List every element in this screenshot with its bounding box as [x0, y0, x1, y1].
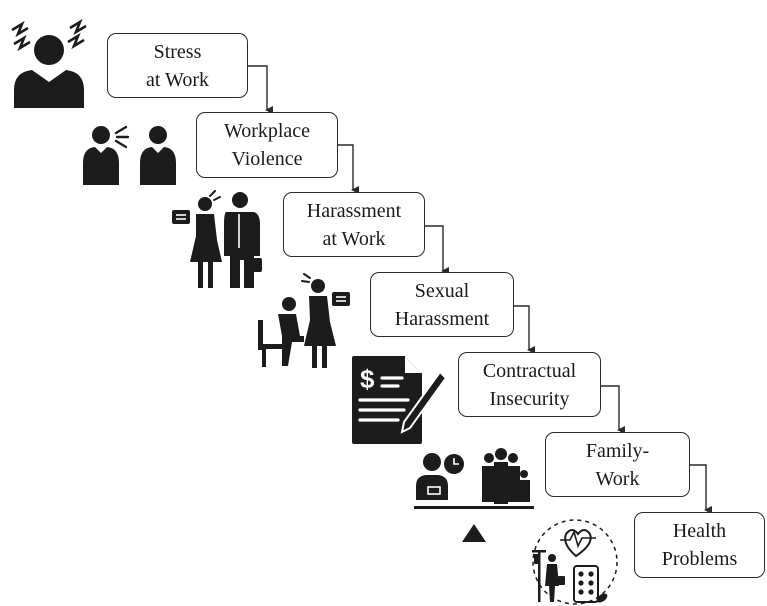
people-shouting-icon — [83, 125, 176, 185]
step-box-family-work: Family- Work — [545, 432, 690, 497]
step-2-line-2: Violence — [231, 148, 303, 170]
step-2-line-1: Workplace — [223, 120, 311, 142]
svg-text:$: $ — [360, 364, 375, 394]
step-box-health-problems: Health Problems — [634, 512, 765, 578]
step-7-line-1: Health — [672, 520, 727, 542]
step-box-workplace-violence: Workplace Violence — [196, 112, 338, 178]
step-5-line-1: Contractual — [482, 359, 577, 382]
arrow-4 — [514, 305, 535, 354]
step-3-line-1: Harassment — [306, 199, 402, 222]
step-6-line-1: Family- — [585, 439, 650, 462]
arrow-1 — [248, 65, 273, 114]
office-harassment-icon — [172, 190, 262, 288]
step-4-line-1: Sexual — [414, 279, 470, 302]
step-1-line-2: at Work — [145, 68, 209, 91]
arrow-6 — [690, 464, 712, 514]
work-family-balance-icon — [414, 448, 534, 542]
step-3-line-2: at Work — [322, 227, 386, 250]
arrow-5 — [601, 385, 625, 434]
sexual-harassment-icon — [258, 273, 350, 368]
step-5-line-2: Insecurity — [489, 387, 570, 410]
step-1-line-1: Stress — [153, 40, 202, 63]
step-box-contractual-insecurity: Contractual Insecurity — [458, 352, 601, 417]
step-box-stress-at-work: Stress at Work — [107, 33, 248, 98]
step-6-line-2: Work — [595, 467, 640, 490]
contract-document-icon: $ — [352, 356, 446, 444]
step-4-line-2: Harassment — [394, 307, 490, 330]
step-7-line-2: Problems — [661, 548, 738, 570]
health-care-icon — [532, 519, 618, 605]
step-box-sexual-harassment: Sexual Harassment — [370, 272, 514, 337]
arrow-2 — [338, 144, 359, 194]
arrow-3 — [425, 225, 449, 275]
step-box-harassment-at-work: Harassment at Work — [283, 192, 425, 257]
stressed-person-icon — [11, 18, 87, 108]
